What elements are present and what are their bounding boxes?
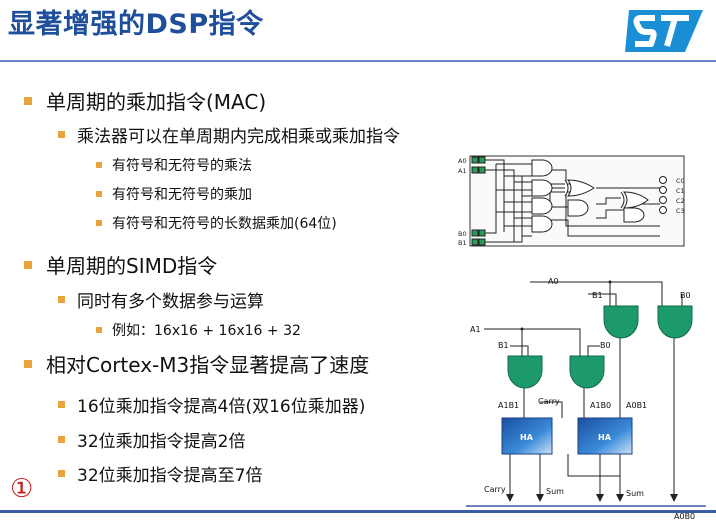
page-marker: ① [10,474,34,504]
and-gate [531,197,553,215]
bullet-text: 有符号和无符号的乘法 [112,158,252,174]
bullet-text: 同时有多个数据参与运算 [77,292,264,312]
label-a1b0: A1B0 [590,401,611,410]
bullet-text: 32位乘加指令提高2倍 [77,432,246,452]
label-sum-2: Sum [626,489,644,498]
and-gate [531,215,553,233]
input-pin [471,229,479,237]
label-a0b1: A0B1 [626,401,647,410]
and-gate [567,199,589,217]
bullet-marker [58,296,65,303]
label-c1: C1 [676,187,685,195]
label-a0: A0 [458,157,467,165]
and-gate [623,207,645,223]
bullet-marker [58,436,65,443]
input-pin [471,166,479,174]
label-c0: C0 [676,177,685,185]
bullet-marker [24,96,32,105]
label-b1-top: B1 [592,291,603,300]
slide-title: 显著增强的DSP指令 [8,9,264,40]
bullet-marker [96,220,102,226]
and-gate-a0b0 [657,305,693,339]
label-a0: A0 [548,277,559,286]
label-a0b0: A0B0 [674,512,695,521]
bullet-text: 乘法器可以在单周期内完成相乘或乘加指令 [77,127,400,147]
title-divider [0,60,716,62]
label-a1: A1 [458,167,467,175]
bullet-multi-data: 同时有多个数据参与运算 [58,287,264,312]
output-pin [659,206,667,214]
bullet-signed-mul: 有符号和无符号的乘法 [96,155,252,175]
bullet-marker [24,359,32,368]
bullet-text: 单周期的SIMD指令 [46,254,218,278]
bullet-text: 例如：16x16 + 16x16 + 32 [112,323,301,339]
output-pin [659,196,667,204]
bullet-text: 单周期的乘加指令(MAC) [46,90,267,114]
bullet-text: 有符号和无符号的乘加 [112,187,252,203]
bullet-text: 相对Cortex-M3指令显著提高了速度 [46,353,370,377]
label-c2: C2 [676,197,685,205]
bullet-marker [96,191,102,197]
half-adder-2 [577,417,633,455]
and-gate [531,159,553,177]
bullet-marker [24,260,32,269]
label-b1: B1 [458,239,467,247]
bullet-example: 例如：16x16 + 16x16 + 32 [96,320,301,340]
bullet-text: 32位乘加指令提高至7倍 [77,466,263,486]
bullet-marker [58,401,65,408]
bullet-simd: 单周期的SIMD指令 [24,250,217,279]
half-adder-1 [501,417,553,455]
bullet-16bit-mac: 16位乘加指令提高4倍(双16位乘加器) [58,392,365,417]
bullet-long-mac: 有符号和无符号的长数据乘加(64位) [96,213,337,233]
label-b0: B0 [458,230,467,238]
logic-multiplier-diagram: A0 A1 B0 B1 C0 C1 C2 C3 [458,155,685,247]
and-gate-a0b1 [603,305,639,339]
label-b0-top: B0 [680,291,691,300]
ha-2-label: HA [598,433,612,442]
label-c3: C3 [676,207,685,215]
ha-1-label: HA [520,433,534,442]
bullet-32bit-mac-7x: 32位乘加指令提高至7倍 [58,461,262,486]
label-a1b1: A1B1 [498,401,519,410]
output-pin [659,176,667,184]
label-a1: A1 [470,325,481,334]
label-b1-left: B1 [498,341,509,350]
bullet-text: 有符号和无符号的长数据乘加(64位) [112,216,337,232]
label-carry-in: Carry [538,397,560,406]
label-carry-out: Carry [484,485,506,494]
label-b0-mid: B0 [600,341,611,350]
bullet-multiplier: 乘法器可以在单周期内完成相乘或乘加指令 [58,122,400,147]
bullet-mac: 单周期的乘加指令(MAC) [24,86,266,115]
output-pin [659,186,667,194]
bullet-marker [58,131,65,138]
bullet-text: 16位乘加指令提高4倍(双16位乘加器) [77,397,366,417]
input-pin [471,156,479,164]
xor-gate [567,179,595,197]
footer-divider [0,510,716,513]
xor-gate [623,191,649,209]
bullet-marker [96,327,102,333]
bullet-signed-mac: 有符号和无符号的乘加 [96,184,252,204]
bullet-marker [58,470,65,477]
and-gate-a1b1 [507,355,543,389]
bullet-marker [96,162,102,168]
and-gate [531,179,553,197]
bullet-speedup: 相对Cortex-M3指令显著提高了速度 [24,349,369,378]
st-logo [625,10,703,52]
and-gate-a1b0 [569,355,605,389]
bullet-32bit-mac: 32位乘加指令提高2倍 [58,427,245,452]
input-pin [471,238,479,246]
half-adder-multiplier-diagram: A0 B1 B0 A1 B1 B0 A1B1 Carry A1B0 A0B1 C… [466,277,706,521]
label-sum-1: Sum [546,487,564,496]
